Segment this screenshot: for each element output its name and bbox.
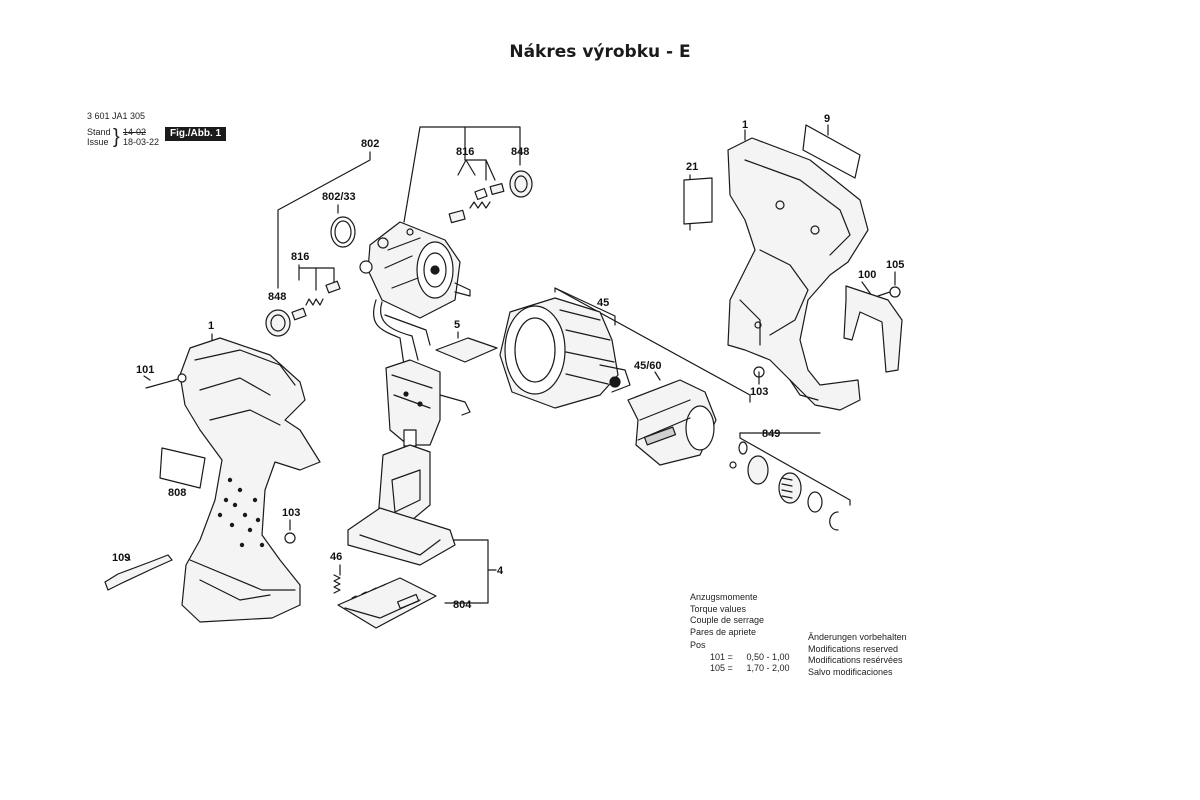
battery-base-4	[347, 444, 456, 566]
torque-heading-de: Anzugsmomente	[690, 592, 758, 602]
switch	[385, 359, 471, 447]
callout-848-left: 848	[268, 291, 286, 303]
callout-103-left: 103	[282, 507, 300, 519]
callout-46: 46	[330, 551, 342, 563]
callout-109: 109	[112, 552, 130, 564]
torque-row-value: 1,70 - 2,00	[746, 663, 790, 673]
modifications-note: Änderungen vorbehalten Modifications res…	[808, 632, 907, 678]
callout-816-left: 816	[291, 251, 309, 263]
torque-heading-es: Pares de apriete	[690, 626, 757, 637]
torque-row: 105 = 1,70 - 2,00	[690, 663, 790, 675]
belt-clip-100	[843, 285, 903, 373]
callout-1-right: 1	[742, 119, 748, 131]
housing-right-1	[727, 137, 869, 411]
brush-set-top	[448, 182, 505, 224]
modifications-en: Modifications reserved	[808, 643, 899, 654]
motor-802	[359, 221, 471, 366]
stand-date: 14-02	[123, 127, 147, 137]
torque-values-block: Anzugsmomente Torque values Couple de se…	[690, 592, 790, 675]
housing-left-1	[179, 337, 321, 623]
callout-45: 45	[597, 297, 609, 309]
spring-46	[333, 574, 341, 594]
callout-4: 4	[497, 565, 504, 577]
brace-glyph: }	[113, 126, 120, 148]
page-title: Nákres výrobku - E	[509, 42, 691, 62]
torque-row-pos: 105 =	[710, 663, 733, 673]
impact-mechanism-45	[499, 297, 631, 409]
modifications-es: Salvo modificaciones	[808, 666, 893, 677]
callout-849: 849	[762, 428, 780, 440]
torque-row-pos: 101 =	[710, 651, 733, 662]
part-number: 3 601 JA1 305	[87, 111, 146, 121]
torque-heading-en: Torque values	[690, 603, 747, 614]
label-plate-21	[683, 177, 713, 225]
callout-45-60: 45/60	[634, 360, 662, 372]
callout-802: 802	[361, 138, 379, 150]
callout-816-top: 816	[456, 146, 474, 158]
callout-105: 105	[886, 259, 904, 271]
callout-100: 100	[858, 269, 876, 281]
callout-804: 804	[453, 599, 472, 611]
brush-cap-848-left	[265, 309, 291, 337]
torque-row-value: 0,50 - 1,00	[746, 651, 790, 662]
screw-105	[877, 286, 901, 298]
nut-103-right	[753, 366, 765, 378]
modifications-fr: Modifications resérvées	[808, 655, 903, 665]
callout-101: 101	[136, 364, 154, 376]
brush-cap-848-top	[509, 170, 533, 198]
front-cover-45-60	[627, 379, 717, 466]
nut-103-left	[284, 532, 296, 544]
callout-21: 21	[686, 161, 698, 173]
torque-row: 101 = 0,50 - 1,00	[690, 652, 790, 664]
label-plate-808	[159, 447, 206, 489]
screw-101	[145, 373, 187, 389]
callout-848-top: 848	[511, 146, 529, 158]
torque-pos-label: Pos	[690, 640, 706, 650]
modifications-de: Änderungen vorbehalten	[808, 632, 907, 642]
figure-badge: Fig./Abb. 1	[165, 127, 227, 141]
callout-5: 5	[454, 319, 460, 331]
o-ring-802-33	[330, 216, 356, 248]
torque-heading-fr: Couple de serrage	[690, 615, 765, 625]
callout-802-33: 802/33	[322, 191, 356, 203]
label-plate-9	[802, 124, 861, 179]
issue-date: 18-03-22	[123, 137, 160, 147]
callout-808: 808	[168, 487, 186, 499]
issue-label: Issue	[87, 137, 109, 147]
bit-holder-parts-849	[729, 441, 839, 531]
brush-set-left	[291, 280, 341, 321]
circuit-board-804	[337, 577, 437, 629]
callout-103-right: 103	[750, 386, 768, 398]
bit-109	[104, 554, 173, 591]
stand-label: Stand	[87, 127, 111, 137]
strip-5	[435, 337, 498, 363]
callout-9: 9	[824, 113, 830, 125]
callout-1-left: 1	[208, 320, 214, 332]
